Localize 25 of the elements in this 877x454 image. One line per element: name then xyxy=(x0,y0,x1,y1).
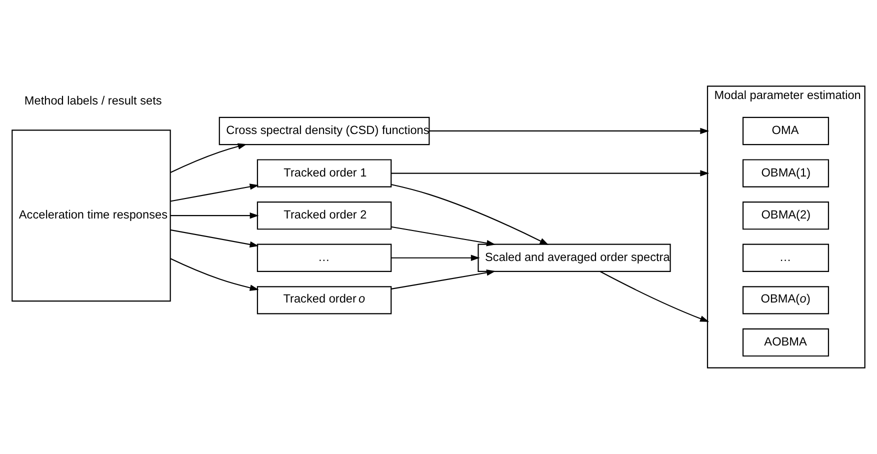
arrow xyxy=(170,229,259,248)
node-box: OBMA(o) xyxy=(742,286,830,314)
arrow xyxy=(391,270,496,290)
node-box: AOBMA xyxy=(742,328,830,357)
arrow xyxy=(170,143,247,174)
arrow xyxy=(391,170,710,176)
node-box: Tracked order 1 xyxy=(256,159,392,188)
node-box: … xyxy=(742,244,830,272)
arrow xyxy=(391,184,549,246)
node-box: Tracked order o xyxy=(256,286,392,314)
arrow xyxy=(429,128,710,134)
arrow xyxy=(391,254,480,262)
label: Method labels / result sets xyxy=(24,94,162,108)
node-box: Acceleration time responses xyxy=(12,130,171,302)
arrow xyxy=(170,258,259,291)
arrow xyxy=(600,270,710,322)
node-box: OBMA(1) xyxy=(742,159,830,188)
node-box: OBMA(2) xyxy=(742,202,830,230)
arrow xyxy=(170,212,259,219)
arrow xyxy=(391,226,496,246)
node-box: Tracked order 2 xyxy=(256,202,392,230)
arrow xyxy=(170,184,259,202)
node-box: Scaled and averaged order spectra xyxy=(478,244,671,272)
node-box: OMA xyxy=(742,116,830,146)
node-box: … xyxy=(256,244,392,272)
